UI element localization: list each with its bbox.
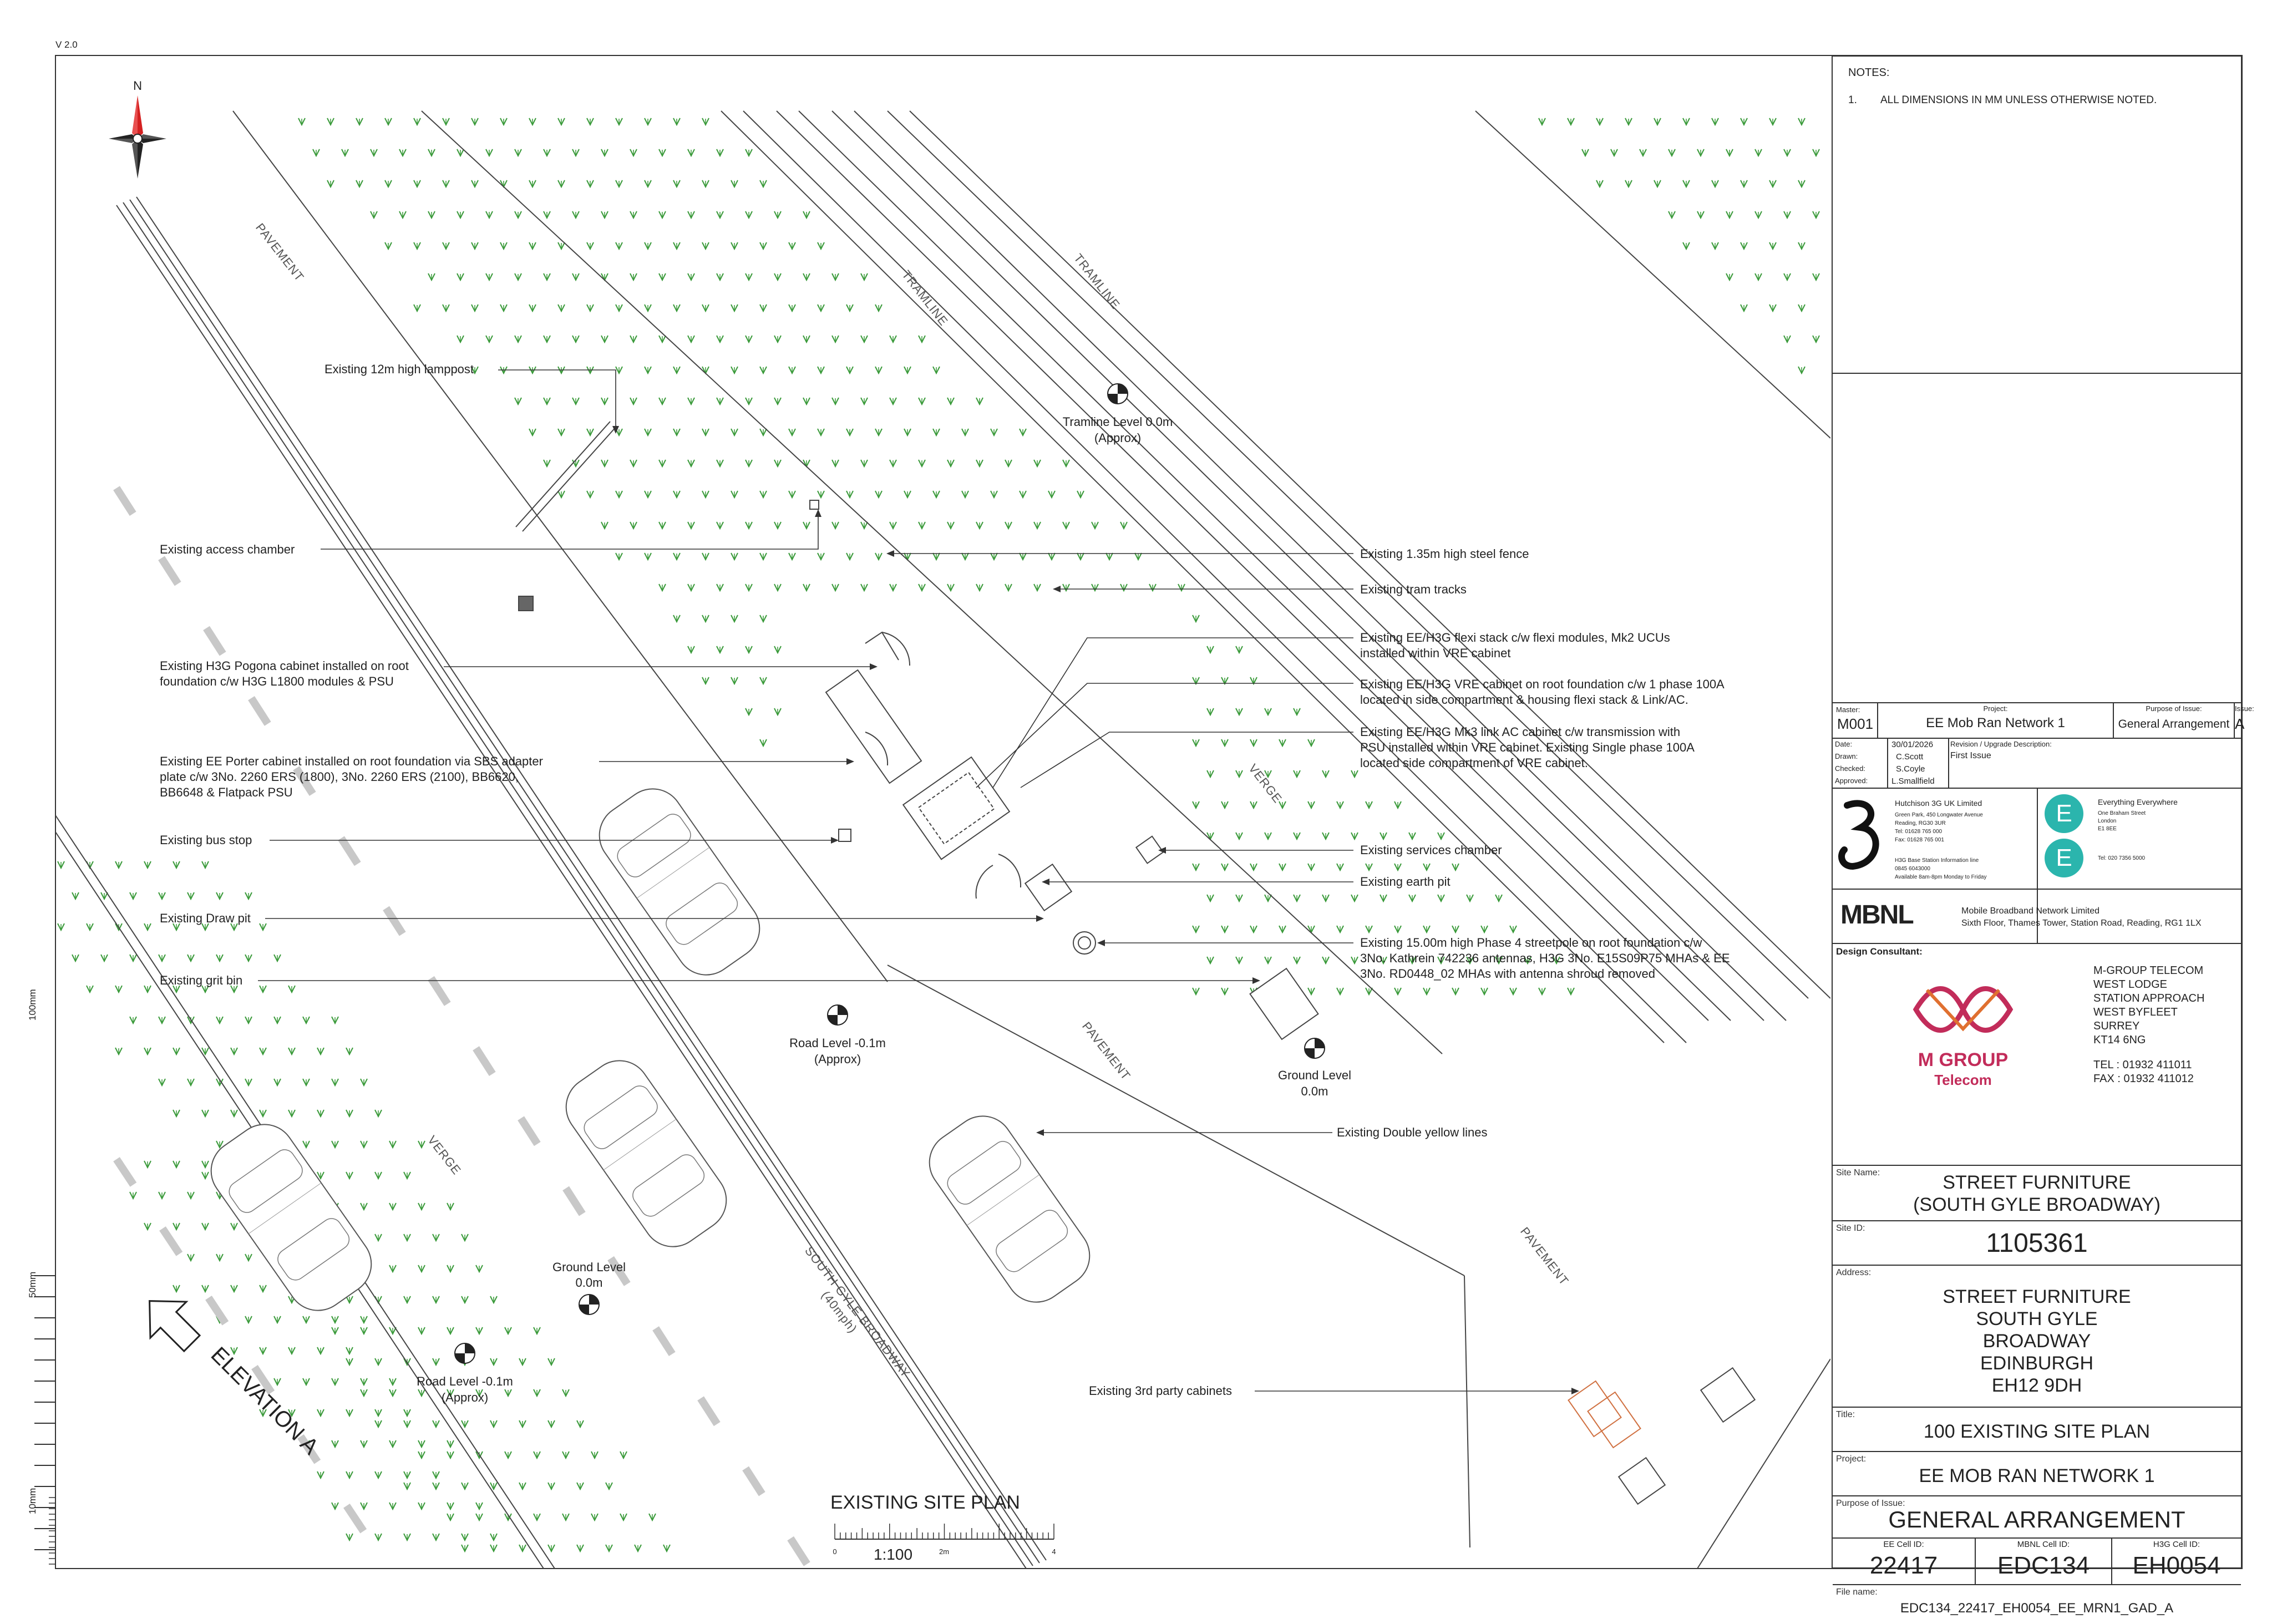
three-logo-icon xyxy=(1838,800,1879,870)
cabinet-compound xyxy=(515,421,1319,1041)
level-marker-road-1: Road Level -0.1m (Approx) xyxy=(789,1004,886,1066)
revision-row: Date: Drawn: Checked: Approved: 30/01/20… xyxy=(1833,738,2241,788)
scale-ruler: 100mm 50mm 10mm xyxy=(27,943,56,1569)
operator-logos-row: Hutchison 3G UK Limited Green Park, 450 … xyxy=(1833,788,2241,943)
callout-porter-cabinet: Existing EE Porter cabinet installed on … xyxy=(160,754,543,799)
ee-logo-icon: E E xyxy=(2045,794,2089,883)
scale-tick-0: 0 xyxy=(833,1547,836,1556)
road-centre-dashes xyxy=(113,486,813,1569)
callout-arrowheads xyxy=(612,426,1579,1394)
file-name-row: File name: EDC134_22417_EH0054_EE_MRN1_G… xyxy=(1833,1584,2241,1624)
north-arrow-icon: N xyxy=(109,79,166,179)
callout-leaders xyxy=(258,369,1578,1392)
callout-pogona-cabinet: Existing H3G Pogona cabinet installed on… xyxy=(160,659,409,688)
tramline-label-1: TRAMLINE xyxy=(899,268,951,328)
third-party-cabinets xyxy=(1568,1367,1756,1505)
ruler-label-100: 100mm xyxy=(27,989,38,1021)
mgroup-logo-subtext: Telecom xyxy=(1934,1072,1992,1088)
master-row: Master: M001 Project: EE Mob Ran Network… xyxy=(1833,702,2254,738)
callout-services-chamber: Existing services chamber xyxy=(1360,843,1502,857)
callout-link-ac-cabinet: Existing EE/H3G Mk3 link AC cabinet c/w … xyxy=(1360,725,1695,770)
svg-text:Road Level -0.1m: Road Level -0.1m xyxy=(417,1374,513,1388)
scale-tick-4: 4 xyxy=(1052,1547,1056,1556)
design-consultant-row: Design Consultant: M GROUP Telecom M-GRO… xyxy=(1833,943,2241,1165)
callout-grit-bin: Existing grit bin xyxy=(160,973,242,987)
title-block: NOTES: 1. ALL DIMENSIONS IN MM UNLESS OT… xyxy=(1832,55,2254,1616)
notes-heading: NOTES: xyxy=(1848,67,1890,79)
site-id-row: Site ID: 1105361 xyxy=(1833,1220,2241,1265)
car-3 xyxy=(917,1103,1102,1315)
verge-label-2: VERGE xyxy=(425,1133,464,1178)
site-name-row: Site Name: STREET FURNITURE(SOUTH GYLE B… xyxy=(1833,1165,2241,1220)
road-name-label: SOUTH GYLE BROADWAY xyxy=(802,1244,913,1381)
callout-flexi-stack: Existing EE/H3G flexi stack c/w flexi mo… xyxy=(1360,631,1670,660)
ruler-label-50: 50mm xyxy=(27,1272,38,1298)
level-marker-ground-1: Ground Level 0.0m xyxy=(1278,1038,1351,1098)
pavement-label-1: PAVEMENT xyxy=(253,221,307,284)
callout-third-party: Existing 3rd party cabinets xyxy=(1089,1384,1232,1398)
callout-vre-cabinet: Existing EE/H3G VRE cabinet on root foun… xyxy=(1360,677,1725,707)
mbnl-logo: MBNL xyxy=(1840,900,1914,930)
svg-text:(Approx): (Approx) xyxy=(1094,431,1141,445)
elevation-label: ELEVATION A xyxy=(206,1342,323,1459)
callout-draw-pit: Existing Draw pit xyxy=(160,911,251,925)
verge-label-1: VERGE xyxy=(1246,762,1285,806)
note-text: ALL DIMENSIONS IN MM UNLESS OTHERWISE NO… xyxy=(1880,94,2157,106)
purpose-row: Purpose of Issue: GENERAL ARRANGEMENT xyxy=(1833,1495,2241,1537)
callout-streetpole: Existing 15.00m high Phase 4 streetpole … xyxy=(1360,936,1730,981)
scale-tick-2m: 2m xyxy=(939,1547,949,1556)
car-1 xyxy=(587,776,772,988)
svg-text:N: N xyxy=(133,79,142,93)
elevation-arrow-icon xyxy=(149,1300,201,1353)
ruler-label-10: 10mm xyxy=(27,1488,38,1514)
callout-earth-pit: Existing earth pit xyxy=(1360,875,1451,889)
callouts-left: Existing 12m high lamppost Existing acce… xyxy=(160,362,543,987)
note-number: 1. xyxy=(1848,94,1857,106)
callout-steel-fence: Existing 1.35m high steel fence xyxy=(1360,547,1529,561)
drawing-title-row: Title: 100 EXISTING SITE PLAN xyxy=(1833,1407,2241,1451)
mgroup-logo-text: M GROUP xyxy=(1918,1049,2009,1070)
svg-text:Ground Level: Ground Level xyxy=(1278,1068,1351,1082)
tramline-label-2: TRAMLINE xyxy=(1071,251,1123,312)
mgroup-logo-icon xyxy=(1913,986,2014,1033)
pavement-label-3: PAVEMENT xyxy=(1518,1225,1571,1288)
scale-ratio: 1:100 xyxy=(874,1546,912,1563)
drawing-frame xyxy=(55,55,2243,1569)
svg-text:0.0m: 0.0m xyxy=(576,1276,603,1290)
version-label: V 2.0 xyxy=(55,39,78,50)
callouts-right: Existing 1.35m high steel fence Existing… xyxy=(1089,547,1730,1398)
level-marker-road-2: Road Level -0.1m (Approx) xyxy=(417,1343,513,1404)
svg-text:0.0m: 0.0m xyxy=(1301,1084,1328,1098)
scale-bar: EXISTING SITE PLAN 0 1:100 2m 4 xyxy=(830,1492,1056,1563)
level-marker-ground-2: Ground Level 0.0m xyxy=(552,1260,626,1315)
callout-double-yellow: Existing Double yellow lines xyxy=(1337,1125,1487,1139)
cell-ids-row: EE Cell ID: 22417 MBNL Cell ID: EDC134 H… xyxy=(1833,1537,2241,1584)
svg-text:(Approx): (Approx) xyxy=(814,1052,861,1066)
callout-bus-stop: Existing bus stop xyxy=(160,833,252,847)
street-lines xyxy=(55,110,1830,1569)
car-4 xyxy=(199,1112,384,1323)
level-marker-tramline: Tramline Level 0.0m (Approx) xyxy=(1063,383,1173,445)
callout-lamppost: Existing 12m high lamppost xyxy=(324,362,474,376)
project-row: Project: EE MOB RAN NETWORK 1 xyxy=(1833,1451,2241,1495)
callout-access-chamber: Existing access chamber xyxy=(160,542,295,556)
svg-text:Tramline Level 0.0m: Tramline Level 0.0m xyxy=(1063,415,1173,429)
svg-text:Road Level -0.1m: Road Level -0.1m xyxy=(789,1036,886,1050)
scale-bar-title: EXISTING SITE PLAN xyxy=(830,1492,1020,1513)
svg-text:(Approx): (Approx) xyxy=(442,1390,488,1404)
callout-tram-tracks: Existing tram tracks xyxy=(1360,582,1467,596)
car-2 xyxy=(554,1048,739,1260)
svg-text:Ground Level: Ground Level xyxy=(552,1260,626,1274)
